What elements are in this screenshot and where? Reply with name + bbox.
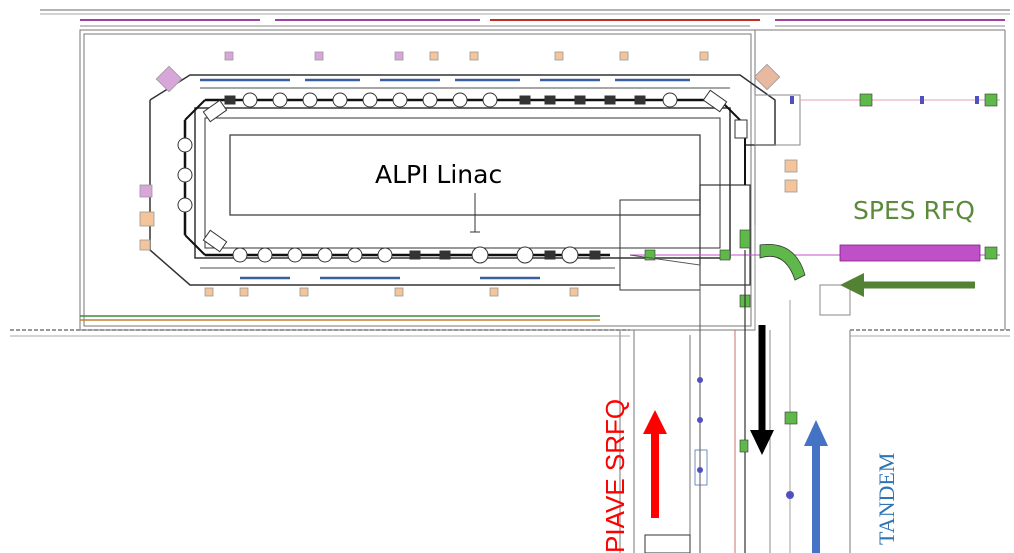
lower-wall-band: [10, 315, 1010, 337]
top-cryostats: [224, 92, 678, 108]
transfer-down-arrow: [750, 325, 774, 455]
equipment-boxes: [139, 51, 798, 297]
bottom-cryostats: [232, 246, 601, 264]
injection-corridor: [629, 250, 798, 553]
spes-beamline-elements: [630, 93, 1000, 308]
hall-outline: [79, 29, 1006, 553]
service-bars: [200, 78, 690, 280]
linac-pointer: [470, 193, 480, 233]
spes-room: [754, 94, 1000, 553]
side-cryostats: [177, 89, 748, 253]
spes-injection-arrow: [840, 273, 975, 297]
piave-injection-arrow: [643, 410, 667, 518]
linac-label: ALPI Linac: [375, 160, 503, 189]
tandem-injection-arrow: [804, 420, 828, 553]
piave-rfq-label: PIAVE SRFQ: [600, 398, 630, 553]
tandem-label: TANDEM: [874, 452, 899, 545]
spes-rfq-label: SPES RFQ: [853, 196, 975, 225]
top-wall-strip: [40, 9, 1010, 27]
